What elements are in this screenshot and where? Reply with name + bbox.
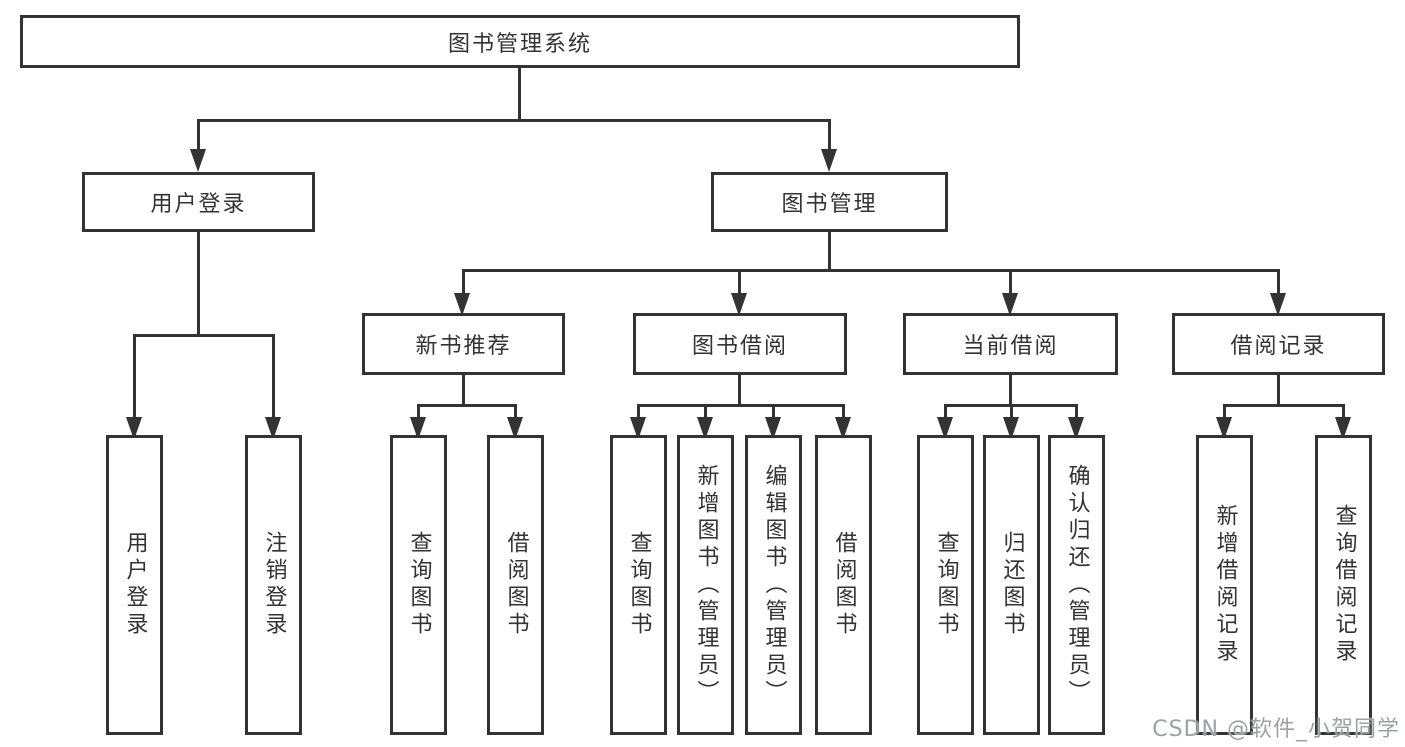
arrowhead-down (190, 149, 206, 172)
node-rec-query-books: 查询图书 (390, 435, 447, 735)
arrowhead-down (1270, 293, 1286, 316)
connector-drop (1010, 404, 1013, 420)
connector-userlogin-stem (197, 232, 200, 337)
arrowhead-down (454, 293, 470, 316)
connector-drop (637, 404, 640, 420)
connector-drop-cur-borrow (1009, 269, 1012, 297)
connector-bb-stem (738, 375, 741, 407)
arrowhead-down (835, 417, 851, 440)
node-bb-query-books: 查询图书 (610, 435, 667, 735)
connector-root-rail (197, 119, 831, 122)
node-current-borrowing: 当前借阅 (903, 313, 1118, 375)
arrowhead-down (731, 293, 747, 316)
node-br-query-record: 查询借阅记录 (1315, 435, 1372, 735)
connector-cb-stem (1009, 375, 1012, 407)
connector-bookmgmt-rail (462, 269, 1280, 272)
node-leaf-logout-login: 注销登录 (245, 435, 302, 735)
connector-drop (417, 404, 420, 420)
connector-drop-new-book-rec (462, 269, 465, 297)
connector-drop-book-borrow (738, 269, 741, 297)
node-br-add-record: 新增借阅记录 (1196, 435, 1253, 735)
arrowhead-down (630, 417, 646, 440)
connector-drop-leaf-logout (272, 334, 275, 420)
connector-rec-stem (462, 375, 465, 407)
node-bb-borrow-books: 借阅图书 (815, 435, 872, 735)
connector-drop (1223, 404, 1226, 420)
node-borrowing-records: 借阅记录 (1172, 313, 1385, 375)
node-cb-return-books: 归还图书 (983, 435, 1040, 735)
connector-bookmgmt-stem (828, 232, 831, 272)
connector-root-stem (518, 68, 521, 122)
node-book-management-system: 图书管理系统 (20, 15, 1020, 68)
arrowhead-down (1002, 293, 1018, 316)
arrowhead-down (126, 417, 142, 440)
node-user-login: 用户登录 (82, 172, 315, 232)
arrowhead-down (1068, 417, 1084, 440)
connector-br-stem (1277, 375, 1280, 407)
arrowhead-down (765, 417, 781, 440)
arrowhead-down (697, 417, 713, 440)
node-rec-borrow-books: 借阅图书 (487, 435, 544, 735)
connector-drop (944, 404, 947, 420)
connector-drop (842, 404, 845, 420)
node-leaf-user-login: 用户登录 (106, 435, 163, 735)
connector-drop (514, 404, 517, 420)
connector-rec-rail (417, 404, 517, 407)
node-cb-query-books: 查询图书 (917, 435, 974, 735)
node-bb-edit-books-admin: 编辑图书（管理员） (745, 435, 802, 735)
arrowhead-down (1003, 417, 1019, 440)
node-bb-add-books-admin: 新增图书（管理员） (677, 435, 734, 735)
node-new-book-recommend: 新书推荐 (362, 313, 565, 375)
arrowhead-down (265, 417, 281, 440)
connector-drop (1342, 404, 1345, 420)
connector-drop-leaf-login (133, 334, 136, 420)
connector-userlogin-rail (133, 334, 275, 337)
arrowhead-down (1216, 417, 1232, 440)
arrowhead-down (507, 417, 523, 440)
connector-drop (1075, 404, 1078, 420)
connector-drop (772, 404, 775, 420)
arrowhead-down (410, 417, 426, 440)
connector-drop (704, 404, 707, 420)
connector-drop-book-mgmt (828, 119, 831, 152)
arrowhead-down (937, 417, 953, 440)
connector-bb-rail (637, 404, 845, 407)
arrowhead-down (1335, 417, 1351, 440)
connector-drop-user-login (197, 119, 200, 152)
arrowhead-down (821, 149, 837, 172)
node-cb-confirm-return-admin: 确认归还（管理员） (1048, 435, 1105, 735)
node-book-borrowing: 图书借阅 (633, 313, 847, 375)
connector-br-rail (1223, 404, 1345, 407)
connector-drop-borrow-record (1277, 269, 1280, 297)
csdn-watermark: CSDN @软件_小贺同学 (1152, 717, 1400, 742)
node-book-management: 图书管理 (711, 172, 948, 232)
